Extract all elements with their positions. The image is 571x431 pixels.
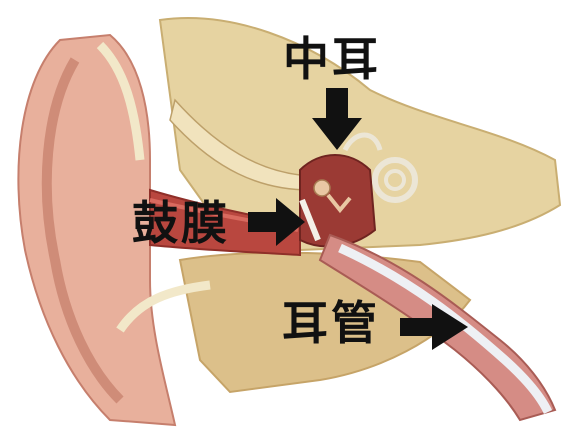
label-eardrum: 鼓膜 [132, 200, 230, 246]
label-middle-ear: 中耳 [283, 36, 381, 82]
label-eustachian-tube: 耳管 [282, 300, 380, 346]
malleus [314, 180, 330, 196]
middle-ear-cavity [300, 155, 375, 247]
